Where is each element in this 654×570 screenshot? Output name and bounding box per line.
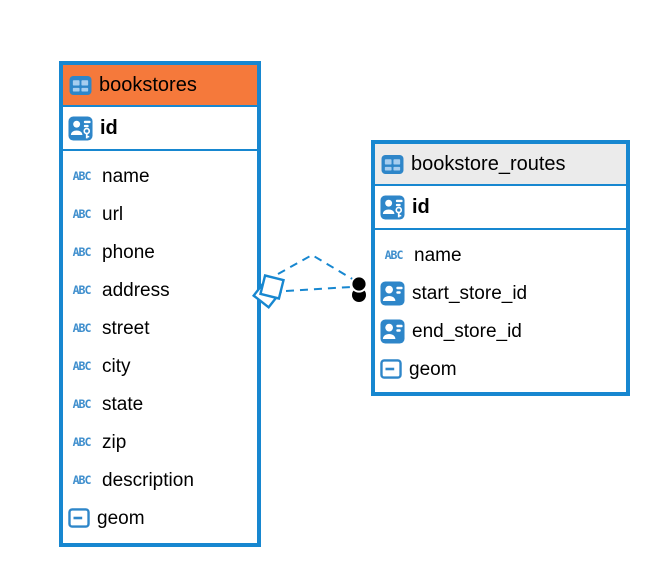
column-row-description[interactable]: ABC description (63, 461, 257, 499)
column-row-start-store-id[interactable]: start_store_id (375, 274, 626, 312)
table-header-bookstore-routes[interactable]: bookstore_routes (375, 144, 626, 186)
column-name: address (102, 279, 170, 301)
table-bookstores[interactable]: bookstores id ABC name ABC url ABC phone… (59, 61, 261, 547)
text-type-icon: ABC (72, 359, 92, 373)
column-name: geom (409, 358, 457, 380)
column-name: phone (102, 241, 155, 263)
table-icon (69, 75, 92, 96)
text-type-icon: ABC (72, 283, 92, 297)
column-name: zip (102, 431, 127, 453)
table-header-bookstores[interactable]: bookstores (63, 65, 257, 107)
column-name: id (100, 117, 118, 139)
column-row-name[interactable]: ABC name (63, 157, 257, 195)
foreign-key-icon (380, 319, 405, 344)
column-name: state (102, 393, 144, 415)
column-name: name (102, 165, 150, 187)
column-name: end_store_id (412, 320, 522, 342)
column-row-id[interactable]: id (63, 107, 257, 151)
relation-line-lower[interactable] (285, 286, 352, 292)
relation-dot-marker[interactable] (350, 275, 368, 302)
text-type-icon: ABC (72, 245, 92, 259)
column-row-geom[interactable]: geom (375, 350, 626, 388)
column-name: name (414, 244, 462, 266)
column-name: geom (97, 507, 145, 529)
table-title: bookstores (99, 74, 197, 96)
column-row-name[interactable]: ABC name (375, 236, 626, 274)
text-type-icon: ABC (72, 473, 92, 487)
column-name: city (102, 355, 131, 377)
text-type-icon: ABC (72, 169, 92, 183)
table-title: bookstore_routes (411, 153, 566, 175)
column-row-zip[interactable]: ABC zip (63, 423, 257, 461)
column-row-city[interactable]: ABC city (63, 347, 257, 385)
table-icon (381, 154, 404, 175)
primary-key-icon (68, 116, 93, 141)
column-row-street[interactable]: ABC street (63, 309, 257, 347)
column-list: ABC name ABC url ABC phone ABC address A… (63, 151, 257, 539)
column-name: start_store_id (412, 282, 528, 304)
column-row-state[interactable]: ABC state (63, 385, 257, 423)
column-row-id[interactable]: id (375, 186, 626, 230)
primary-key-icon (380, 195, 405, 220)
column-name: url (102, 203, 124, 225)
column-row-geom[interactable]: geom (63, 499, 257, 537)
text-type-icon: ABC (384, 248, 404, 262)
foreign-key-icon (380, 281, 405, 306)
column-name: description (102, 469, 194, 491)
column-name: id (412, 196, 430, 218)
relation-line-upper[interactable] (277, 253, 355, 281)
column-row-phone[interactable]: ABC phone (63, 233, 257, 271)
column-row-address[interactable]: ABC address (63, 271, 257, 309)
text-type-icon: ABC (72, 435, 92, 449)
column-row-end-store-id[interactable]: end_store_id (375, 312, 626, 350)
text-type-icon: ABC (72, 207, 92, 221)
text-type-icon: ABC (72, 397, 92, 411)
geometry-type-icon (68, 507, 90, 529)
geometry-type-icon (380, 358, 402, 380)
table-bookstore-routes[interactable]: bookstore_routes id ABC name start_store… (371, 140, 630, 396)
column-name: street (102, 317, 150, 339)
column-row-url[interactable]: ABC url (63, 195, 257, 233)
text-type-icon: ABC (72, 321, 92, 335)
column-list: ABC name start_store_id end_store_id ge (375, 230, 626, 388)
